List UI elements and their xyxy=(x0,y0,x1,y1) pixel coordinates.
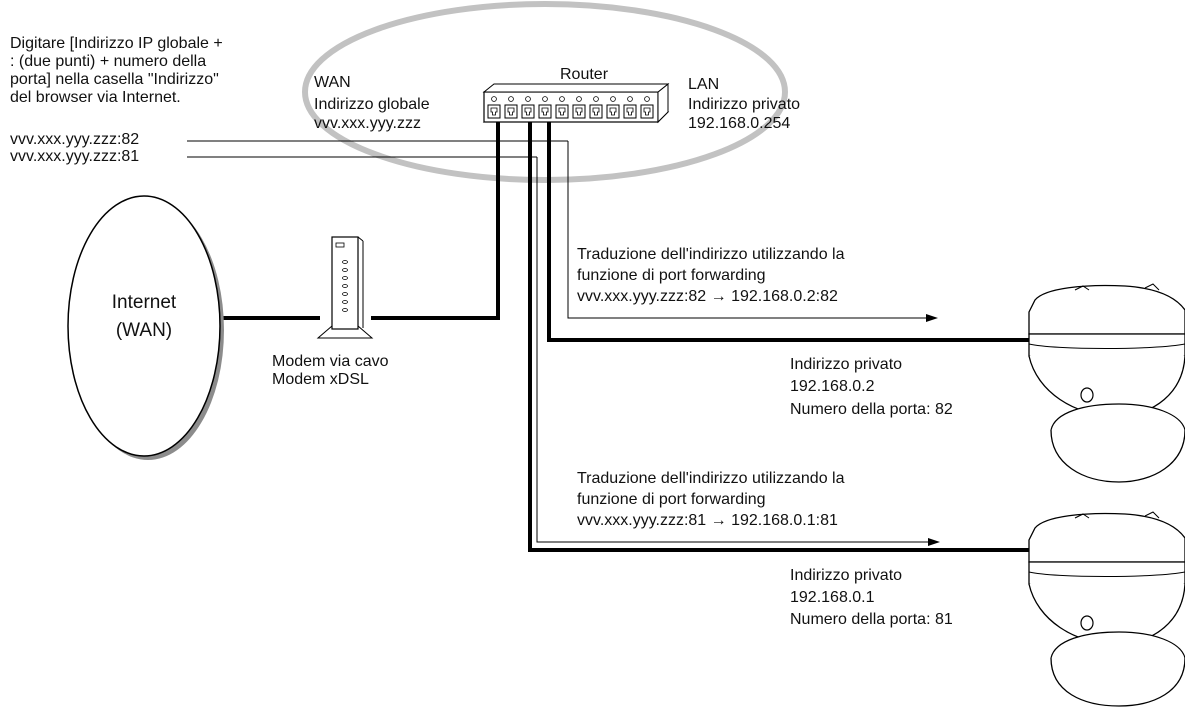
translation-2-line-2: funzione di port forwarding xyxy=(577,490,766,509)
camera-2-address: 192.168.0.1 xyxy=(790,588,875,607)
router-port xyxy=(607,105,619,118)
router-icon xyxy=(484,84,668,122)
router-port xyxy=(505,105,517,118)
instruction-line-2: : (due punti) + numero della xyxy=(10,52,206,71)
router-led xyxy=(492,97,497,102)
modem-icon xyxy=(318,237,372,338)
cable-modem-to-router xyxy=(371,118,498,318)
router-port xyxy=(556,105,568,118)
lan-title: LAN xyxy=(688,75,719,94)
modem-led xyxy=(343,277,348,280)
router-led xyxy=(526,97,531,102)
global-address-port-81: vvv.xxx.yyy.zzz:81 xyxy=(10,147,139,166)
lan-label: Indirizzo privato xyxy=(688,95,800,114)
router-port xyxy=(573,105,585,118)
router-led xyxy=(577,97,582,102)
translation-2-line-1: Traduzione dell'indirizzo utilizzando la xyxy=(577,469,845,488)
router-led xyxy=(509,97,514,102)
camera-1-port: Numero della porta: 82 xyxy=(790,400,953,419)
internet-label: Internet xyxy=(84,290,204,316)
lan-address: 192.168.0.254 xyxy=(688,114,790,133)
router-port xyxy=(539,105,551,118)
translation-1-line-2: funzione di port forwarding xyxy=(577,266,766,285)
modem-led xyxy=(343,269,348,272)
camera-2-port: Numero della porta: 81 xyxy=(790,610,953,629)
forward-arrowhead-82 xyxy=(926,314,938,322)
router-port xyxy=(641,105,653,118)
router-label: Router xyxy=(560,65,608,84)
modem-led xyxy=(343,261,348,264)
router-port xyxy=(590,105,602,118)
camera-2-icon xyxy=(1029,512,1185,706)
router-led xyxy=(645,97,650,102)
modem-led xyxy=(343,301,348,304)
router-led xyxy=(611,97,616,102)
translation-2-line-3: vvv.xxx.yyy.zzz:81 → 192.168.0.1:81 xyxy=(577,511,838,530)
router-port xyxy=(488,105,500,118)
modem-label-xdsl: Modem xDSL xyxy=(272,370,369,389)
router-led xyxy=(543,97,548,102)
camera-1-icon xyxy=(1029,284,1185,482)
modem-label-cable: Modem via cavo xyxy=(272,352,389,371)
router-led xyxy=(594,97,599,102)
modem-led xyxy=(343,285,348,288)
router-port xyxy=(624,105,636,118)
camera-2-label: Indirizzo privato xyxy=(790,566,902,585)
cable-router-to-camera1 xyxy=(549,118,1030,340)
translation-1-line-1: Traduzione dell'indirizzo utilizzando la xyxy=(577,245,845,264)
modem-led xyxy=(343,293,348,296)
router-led xyxy=(560,97,565,102)
internet-wan-label: (WAN) xyxy=(84,318,204,344)
wan-title: WAN xyxy=(314,73,351,92)
wan-address: vvv.xxx.yyy.zzz xyxy=(314,114,421,133)
camera-1-address: 192.168.0.2 xyxy=(790,377,875,396)
instruction-line-1: Digitare [Indirizzo IP globale + xyxy=(10,34,223,53)
router-led xyxy=(628,97,633,102)
camera-1-label: Indirizzo privato xyxy=(790,355,902,374)
modem-led xyxy=(343,309,348,312)
instruction-line-3: porta] nella casella "Indirizzo" xyxy=(10,70,219,89)
wan-label: Indirizzo globale xyxy=(314,95,430,114)
instruction-line-4: del browser via Internet. xyxy=(10,88,181,107)
translation-1-line-3: vvv.xxx.yyy.zzz:82 → 192.168.0.2:82 xyxy=(577,287,838,306)
forward-arrowhead-81 xyxy=(928,538,940,546)
router-port xyxy=(522,105,534,118)
